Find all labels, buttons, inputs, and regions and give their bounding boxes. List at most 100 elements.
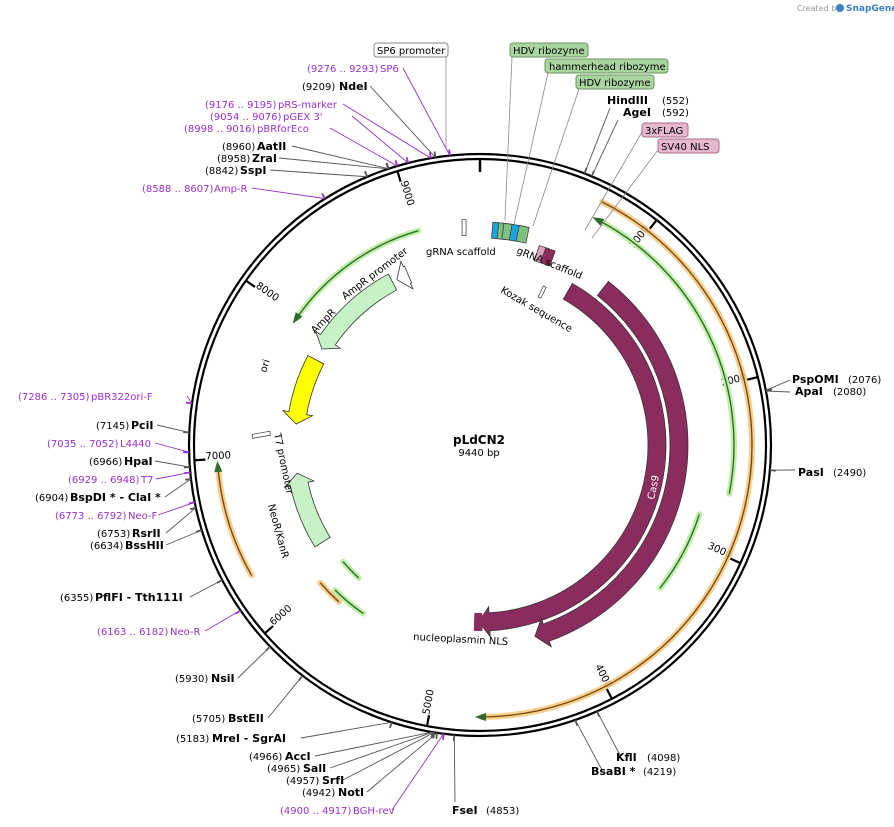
neo-r-name: Neo-R xyxy=(170,627,201,638)
ruler-tick xyxy=(605,688,613,700)
sspi-pos: (8842) xyxy=(205,166,238,177)
site-tick xyxy=(769,469,776,472)
label-leader-line xyxy=(278,157,389,170)
feature-cas9[interactable] xyxy=(534,280,689,648)
aatii-name: AatII xyxy=(257,140,286,153)
neo-band-arrowhead xyxy=(214,460,223,473)
cas9-outer-label: Cas9 xyxy=(684,484,700,510)
plasmid-name: pLdCN2 xyxy=(453,433,505,447)
bgh-rev-pos: (4900 .. 4917) xyxy=(280,806,352,817)
rsrii-name: RsrII xyxy=(132,527,161,540)
ruler-tick-label: 9000 xyxy=(398,180,416,208)
top-box-hdv-ribozyme-1: HDV ribozyme xyxy=(509,42,589,58)
grna-element[interactable] xyxy=(515,225,530,244)
neo-orange-band-2-line xyxy=(217,467,253,576)
ruler-tick xyxy=(396,170,402,183)
plasmid-size: 9440 bp xyxy=(458,448,499,459)
grna-scaffold-left-element[interactable] xyxy=(461,219,467,236)
hdv-ribozyme-box xyxy=(509,42,589,58)
snapgene-logo-icon xyxy=(836,4,844,12)
mrei-sgrai-pos: (5183) xyxy=(176,734,209,745)
sp6-primer-pos: (9276 .. 9293) xyxy=(307,64,379,75)
credit-prefix: Created by xyxy=(797,4,841,13)
t7-primer-pos: (6929 .. 6948) xyxy=(68,475,140,486)
pbr322ori-f-name: pBR322ori-F xyxy=(91,392,153,403)
label-leader-line xyxy=(574,719,603,771)
label-leader-line xyxy=(342,731,435,781)
neo-green-band-2-line xyxy=(334,589,364,615)
site-tick xyxy=(574,719,579,726)
feature-ampr-promoter[interactable] xyxy=(396,259,414,290)
label-leader-line xyxy=(369,85,436,158)
cas9-green-band-line xyxy=(598,219,735,494)
cas9-inner-label: Cas9 xyxy=(646,474,662,500)
label-leader-line xyxy=(157,501,195,516)
prs-marker-pos: (9176 .. 9195) xyxy=(205,100,277,111)
site-tick xyxy=(583,167,588,174)
agei-pos: (592) xyxy=(662,108,689,119)
bspdi-clai-pos: (6904) xyxy=(35,493,68,504)
rsrii-pos: (6753) xyxy=(97,529,130,540)
neo-f-pos: (6773 .. 6792) xyxy=(55,511,127,522)
hpai-name: HpaI xyxy=(124,455,153,468)
bsteii-pos: (5705) xyxy=(192,714,225,725)
pflfi-tth111i-pos: (6355) xyxy=(60,593,93,604)
cas9-band-arrowhead xyxy=(474,712,487,721)
label-leader-line xyxy=(154,460,190,468)
sali-name: SalI xyxy=(303,762,326,775)
features xyxy=(251,219,689,648)
label-leader-line xyxy=(584,107,611,174)
label-leader-line xyxy=(165,507,197,534)
srfi-pos: (4957) xyxy=(286,776,319,787)
label-leader-line xyxy=(237,646,271,679)
ruler-tick xyxy=(264,625,274,635)
zrai-pos: (8958) xyxy=(217,154,250,165)
label-leader-line xyxy=(291,145,389,170)
sspi-name: SspI xyxy=(240,164,266,177)
site-tick xyxy=(442,733,445,740)
3xflag-box xyxy=(641,122,689,138)
neor-kanr-label: NeoR/KanR xyxy=(265,503,290,560)
hdv-ribozyme-label-2: HDV ribozyme xyxy=(579,78,650,89)
site-tick xyxy=(364,170,369,178)
top-box-hammerhead: hammerhead ribozyme xyxy=(544,58,669,74)
label-leader-line xyxy=(329,731,433,769)
nsii-name: NsiI xyxy=(211,672,235,685)
bspdi-clai-name: BspDI * - ClaI * xyxy=(70,491,161,504)
fsei-name: FseI xyxy=(452,804,478,817)
site-tick xyxy=(405,156,409,164)
label-leader-line xyxy=(591,119,619,177)
bsshii-name: BssHII xyxy=(125,539,164,552)
neo-green-band-1-line xyxy=(342,561,360,579)
feature-ampr[interactable] xyxy=(314,273,398,350)
label-leader-line xyxy=(391,733,445,811)
top-box-sv40-nls: SV40 NLS xyxy=(657,138,720,154)
ruler-tick-label: 8000 xyxy=(253,281,280,305)
amp-r-primer-name: Amp-R xyxy=(214,184,248,195)
pspomi-pos: (2076) xyxy=(848,375,881,386)
feature-ori[interactable] xyxy=(281,355,325,425)
ruler-tick-label: 6000 xyxy=(268,603,294,628)
kozak-element[interactable] xyxy=(537,285,547,299)
label-leader-line xyxy=(765,379,791,391)
site-tick xyxy=(590,170,595,177)
pcii-pos: (7145) xyxy=(96,421,129,432)
feature-neor-kanr[interactable] xyxy=(283,472,331,548)
flag-nls-element[interactable] xyxy=(539,247,556,267)
agei-name: AgeI xyxy=(623,106,651,119)
ruler-tick xyxy=(425,715,431,727)
apai-name: ApaI xyxy=(795,385,823,398)
l4440-pos: (7035 .. 7052) xyxy=(47,439,119,450)
apai-pos: (2080) xyxy=(833,387,866,398)
neo-f-name: Neo-F xyxy=(128,511,158,522)
l4440-name: L4440 xyxy=(120,439,151,450)
label-leader-line xyxy=(351,115,409,164)
bsshii-pos: (6634) xyxy=(90,541,123,552)
feature-cas9[interactable] xyxy=(478,282,667,638)
3xflag-leader xyxy=(584,131,643,231)
label-leader-line xyxy=(329,127,398,167)
zrai-name: ZraI xyxy=(252,152,277,165)
t7-promoter-element[interactable] xyxy=(251,430,271,439)
label-leader-line xyxy=(314,731,433,757)
